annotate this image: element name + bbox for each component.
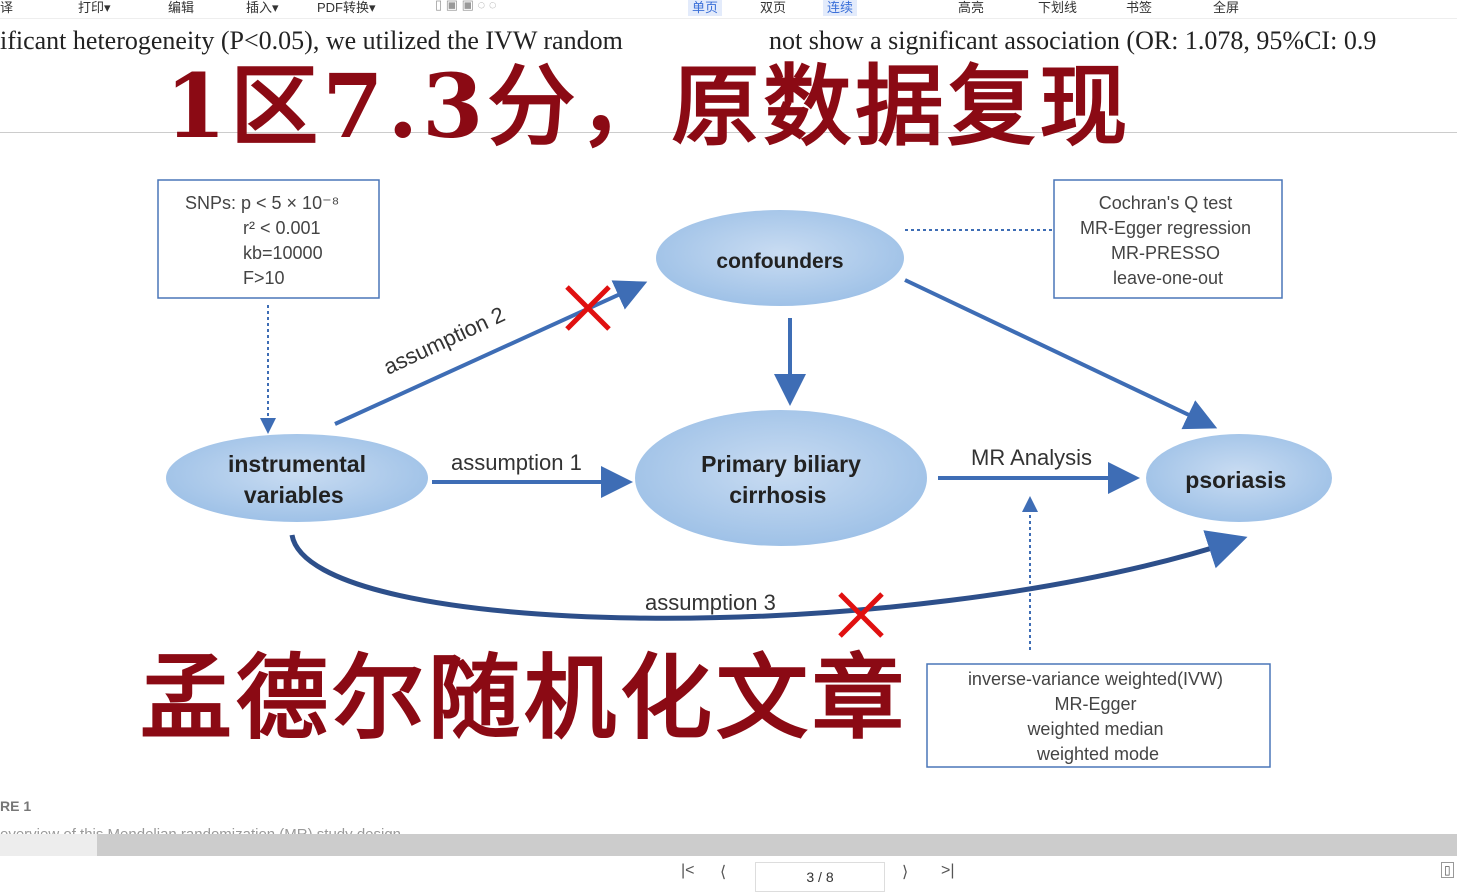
arrow-confounders-outcome — [904, 278, 1218, 430]
sensitivity-box — [1053, 179, 1283, 299]
figure-label: RE 1 — [0, 798, 32, 814]
overlay-title-line2: 孟德尔随机化文章 — [140, 644, 909, 752]
last-page-icon[interactable]: >| — [941, 862, 955, 879]
toolbar-insert[interactable]: 插入▾ — [246, 0, 279, 15]
node-confounders — [656, 210, 904, 306]
methods-box — [926, 663, 1271, 768]
toolbar-icons[interactable]: ▯ ▣ ▣ ◌ ◌ — [435, 0, 497, 12]
snp-criteria-text: SNPs: p < 5 × 10⁻⁸ r² < 0.001 kb=10000 F… — [185, 193, 344, 288]
toolbar-highlight[interactable]: 高亮 — [958, 0, 985, 15]
svg-text:assumption 1 MR Analysis a: assumption 1 MR Analysis assumption 3 — [451, 445, 1098, 615]
page-layout-icon[interactable]: ▯ — [1441, 862, 1454, 878]
toolbar-double-page[interactable]: 双页 — [760, 0, 787, 15]
prev-page-icon[interactable]: ⟨ — [720, 864, 727, 881]
methods-text: inverse-variance weighted(IVW) MR-Egger … — [968, 669, 1228, 764]
snp-criteria-box — [157, 179, 380, 299]
node-exposure — [635, 410, 927, 546]
doc-text-left: ificant heterogeneity (P<0.05), we utili… — [0, 26, 623, 55]
toolbar: 译 打印▾ 编辑 插入▾ PDF转换▾ ▯ ▣ ▣ ◌ ◌ 单页 双页 连续 高… — [0, 0, 1457, 19]
toolbar-fullscreen[interactable]: 全屏 — [1213, 0, 1240, 15]
toolbar-print[interactable]: 打印▾ — [78, 0, 111, 15]
next-page-icon[interactable]: ⟩ — [902, 864, 909, 881]
sensitivity-text: Cochran's Q test MR-Egger regression MR-… — [1080, 193, 1256, 288]
toolbar-bookmark[interactable]: 书签 — [1126, 0, 1153, 15]
toolbar-edit[interactable]: 编辑 — [168, 0, 195, 15]
doc-text-right: not show a significant association (OR: … — [769, 26, 1377, 55]
first-page-icon[interactable]: |< — [681, 862, 695, 879]
node-outcome — [1146, 434, 1332, 522]
page-number-input[interactable]: 3 / 8 — [755, 862, 885, 892]
toolbar-single-page[interactable]: 单页 — [688, 0, 723, 16]
mr-diagram: SNPs: p < 5 × 10⁻⁸ r² < 0.001 kb=10000 F… — [157, 179, 1332, 768]
overlay-title-line1: 1区7.3分，原数据复现 — [165, 54, 1132, 158]
toolbar-translate[interactable]: 译 — [0, 0, 14, 15]
toolbar-continuous[interactable]: 连续 — [823, 0, 858, 16]
page-divider — [0, 132, 1457, 133]
cross-icon — [565, 285, 884, 638]
figure-caption: overview of this Mendelian randomization… — [0, 826, 402, 835]
toolbar-pdf-convert[interactable]: PDF转换▾ — [317, 0, 376, 15]
node-instrumental-variables — [166, 434, 428, 522]
arrow-assumption-3 — [289, 530, 1248, 621]
svg-text:assumption 2: assumption 2 — [380, 302, 509, 380]
scrollbar-thumb[interactable] — [97, 834, 1457, 856]
toolbar-underline[interactable]: 下划线 — [1038, 0, 1078, 15]
